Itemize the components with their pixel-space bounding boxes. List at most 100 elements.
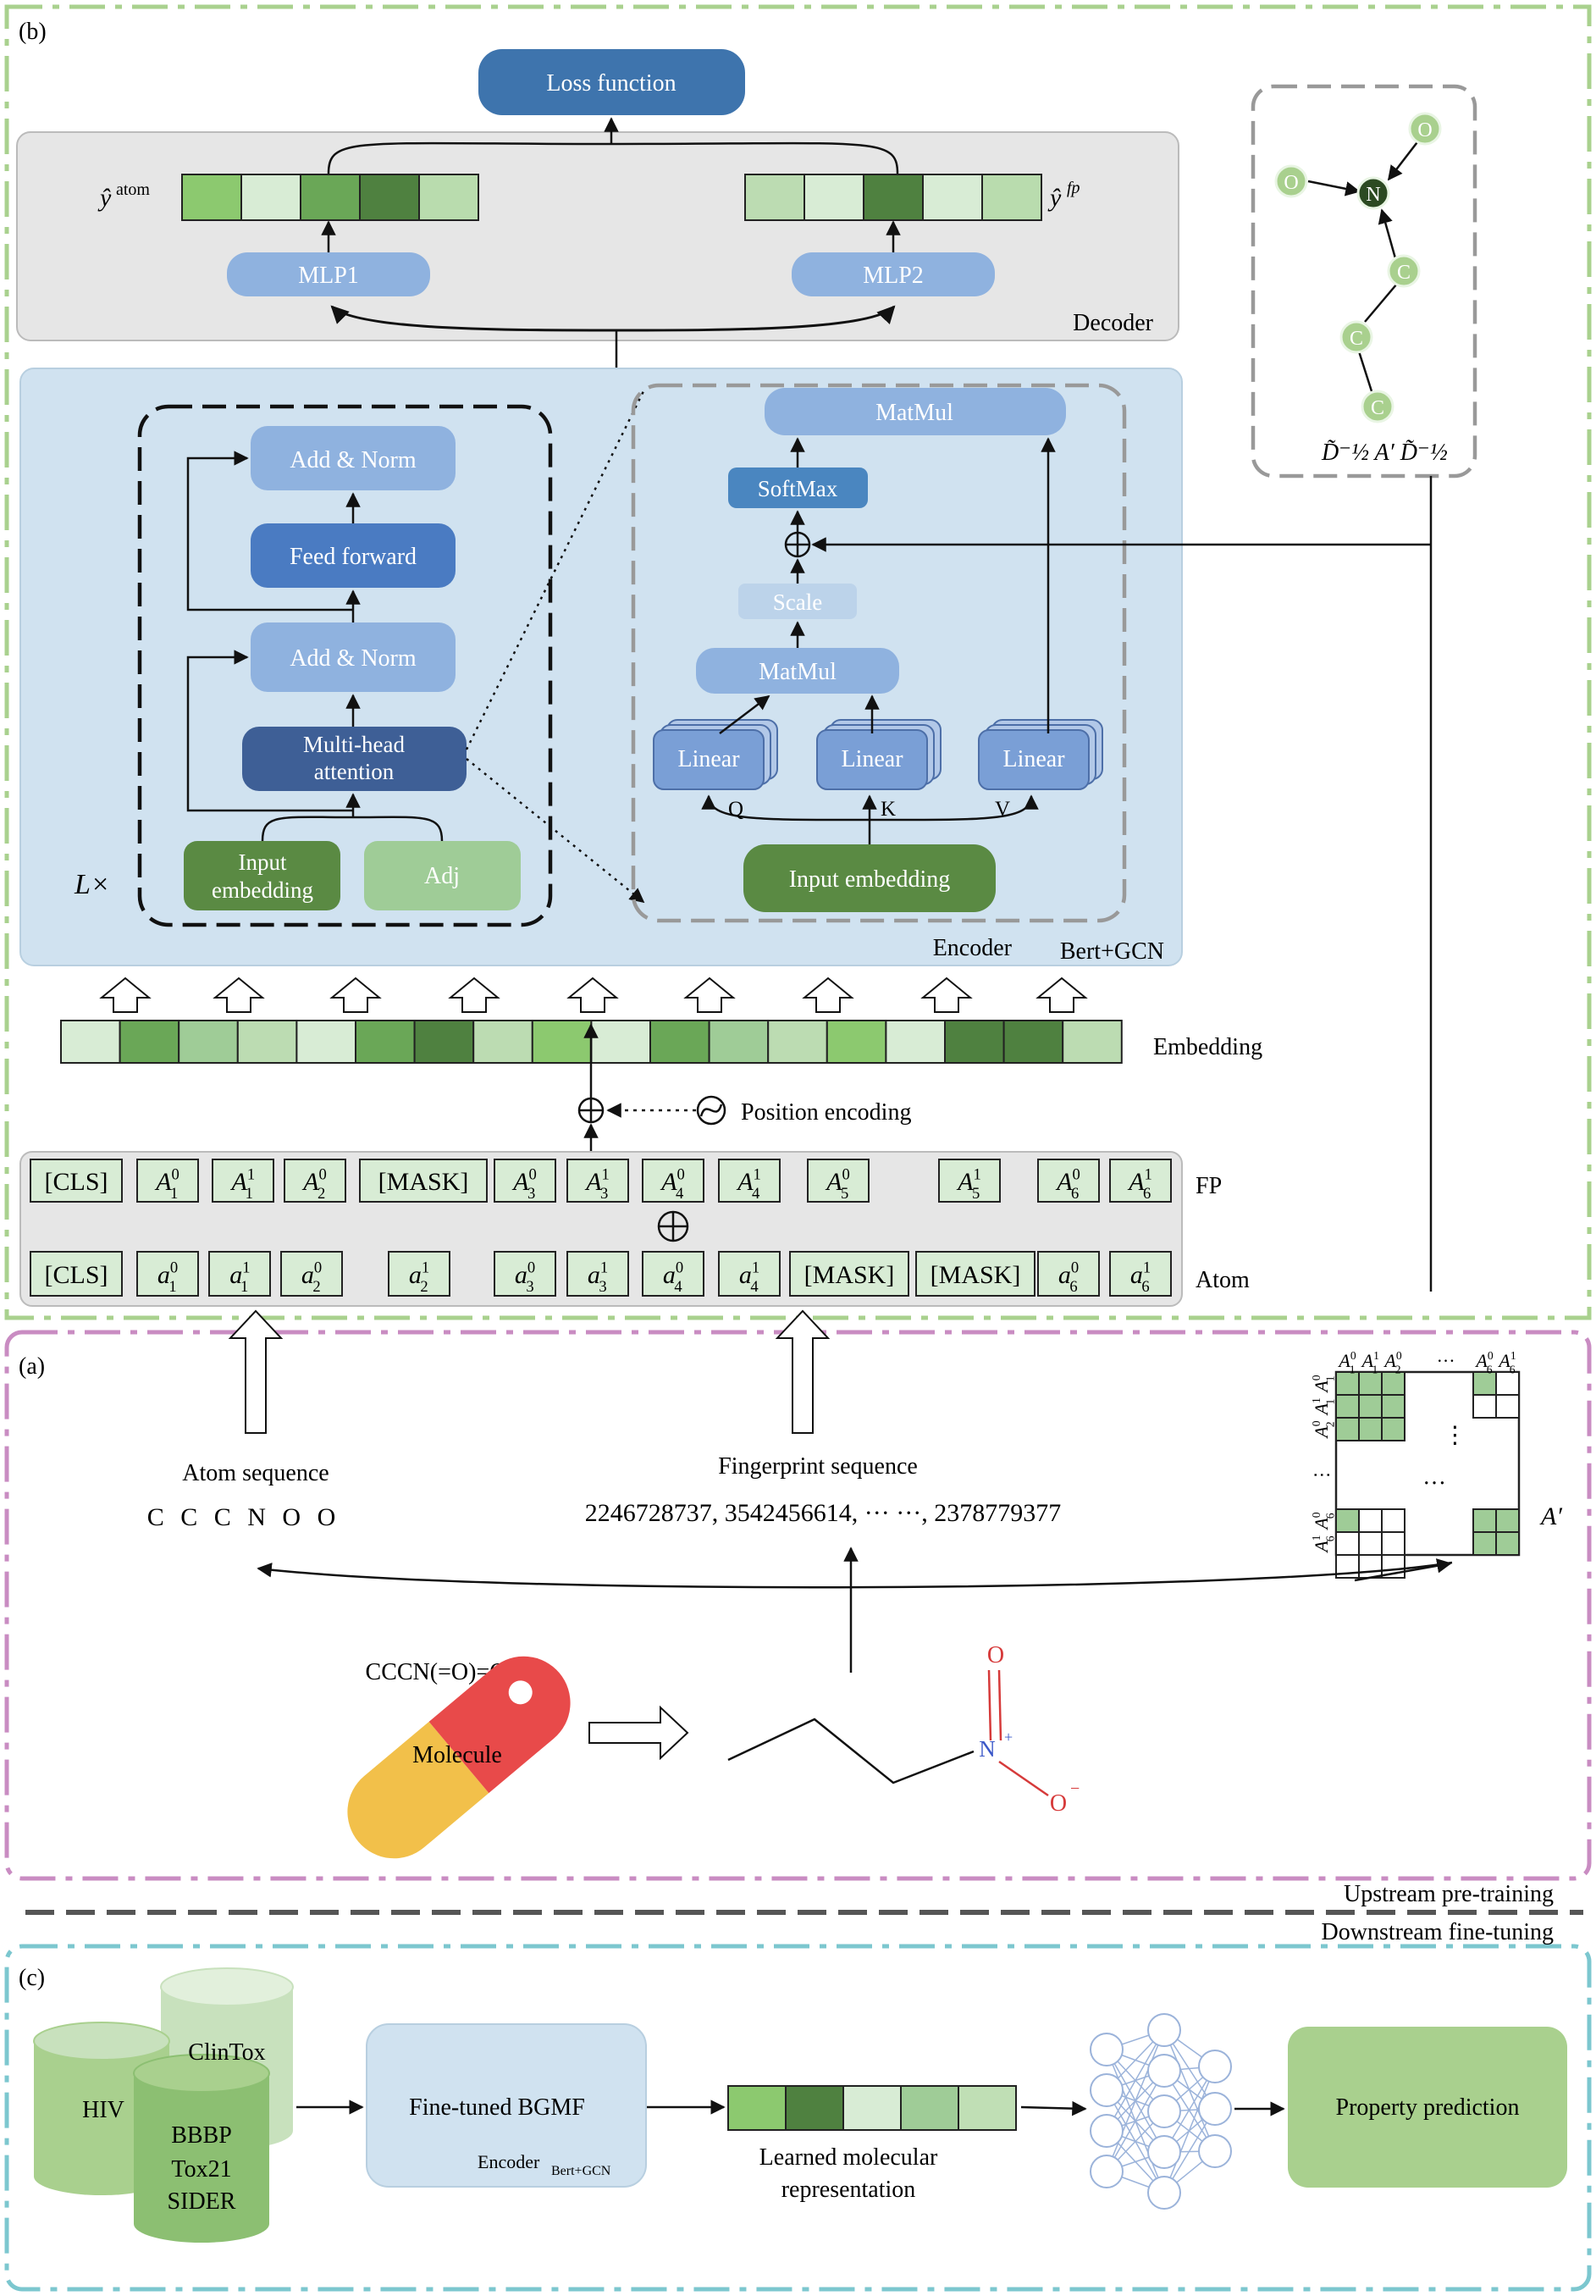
double-bond-left xyxy=(987,1669,992,1741)
panel-c-label: (c) xyxy=(19,1965,45,1991)
property-prediction-box xyxy=(1288,2027,1567,2188)
upstream-label: Upstream pre-training xyxy=(1344,1881,1554,1907)
input-embedding-box xyxy=(743,844,996,912)
multihead-attention-box xyxy=(242,727,467,791)
softmax-label: SoftMax xyxy=(758,476,838,501)
property-prediction-label: Property prediction xyxy=(1336,2094,1520,2121)
matrix-cell xyxy=(1381,1531,1405,1556)
fp-token xyxy=(494,1159,556,1203)
embedding-cell xyxy=(944,1020,1005,1064)
nn-edge xyxy=(1163,2066,1216,2194)
fp-token-text: [CLS] xyxy=(45,1168,108,1196)
y-fp-cell xyxy=(804,174,864,221)
feed-forward-label: Feed forward xyxy=(290,544,417,570)
atom-token xyxy=(208,1251,271,1297)
matrix-cell xyxy=(1495,1394,1520,1419)
encoder-sub-sub: Bert+GCN xyxy=(551,2164,611,2178)
matrix-cell xyxy=(1335,1531,1360,1556)
pill-red-half xyxy=(428,1656,571,1794)
embedding-cell xyxy=(767,1020,828,1064)
molecule-pill xyxy=(347,1656,571,1859)
input-embedding-small-line2: embedding xyxy=(212,877,313,903)
bert-gcn-label: Bert+GCN xyxy=(1060,938,1164,965)
repr-cell xyxy=(727,2085,787,2131)
add-norm-bottom-label: Add & Norm xyxy=(290,645,417,672)
softmax-box xyxy=(728,467,868,508)
atom-token xyxy=(30,1251,123,1297)
fp-token xyxy=(1109,1159,1172,1203)
fp-token xyxy=(938,1159,1001,1203)
nn-node xyxy=(1090,2155,1124,2188)
matrix-hdots: ··· xyxy=(1422,1470,1446,1497)
linear-layer xyxy=(978,729,1090,790)
up-arrow xyxy=(99,976,152,1013)
matrix-cell xyxy=(1335,1371,1360,1396)
loss-function-label: Loss function xyxy=(546,70,676,97)
embedding-cell xyxy=(472,1020,533,1064)
fp-token xyxy=(359,1159,488,1203)
embedding-cell xyxy=(178,1020,239,1064)
pill-highlight xyxy=(508,1680,533,1705)
linear-label-1: Linear xyxy=(841,746,903,772)
atom-sequence-label: Atom sequence xyxy=(182,1460,329,1486)
linear-layer xyxy=(653,729,765,790)
tox21-label: Tox21 xyxy=(171,2156,231,2183)
y-atom-cell xyxy=(418,174,479,221)
nn-node xyxy=(1147,2135,1181,2169)
embedding-cell xyxy=(236,1020,298,1064)
linear-label-0: Linear xyxy=(677,746,740,772)
node-o-left-label: O xyxy=(1284,172,1298,194)
matrix-row-label-group: ⋮ xyxy=(1311,1466,1332,1485)
node-o-left xyxy=(1274,164,1308,198)
atom-token xyxy=(1109,1251,1172,1297)
y-atom-bar xyxy=(181,174,479,221)
edge-c-c2 xyxy=(1357,351,1373,392)
position-encoding-wave xyxy=(699,1104,723,1117)
attention-detail-block xyxy=(631,383,1127,923)
atom-token xyxy=(494,1251,556,1297)
atom-token-text: [MASK] xyxy=(804,1261,895,1289)
node-n xyxy=(1356,176,1390,210)
matrix-cell xyxy=(1495,1531,1520,1556)
up-arrow xyxy=(683,976,736,1013)
atom-token xyxy=(388,1251,450,1297)
dataset-cylinders xyxy=(33,1967,294,2243)
nn-node xyxy=(1090,2073,1124,2107)
mlp2-label: MLP2 xyxy=(863,263,924,289)
y-fp-cell xyxy=(863,174,924,221)
fp-token xyxy=(807,1159,870,1203)
transformer-block xyxy=(137,404,553,927)
edge-c-c xyxy=(1364,283,1398,323)
fingerprint-sequence-label: Fingerprint sequence xyxy=(718,1453,918,1480)
nn-node xyxy=(1147,2094,1181,2128)
cylinder-clintox-top xyxy=(160,1967,294,2006)
add-norm-bottom xyxy=(251,622,456,692)
y-atom-cell xyxy=(359,174,420,221)
matrix-cell xyxy=(1358,1508,1383,1533)
panel-b-label: (b) xyxy=(19,19,47,45)
fine-tuned-model-box xyxy=(366,2023,647,2188)
emb-to-v-arrow xyxy=(869,794,1039,822)
fp-token xyxy=(136,1159,199,1203)
learned-representation-bar xyxy=(727,2085,1017,2131)
atom-token xyxy=(1037,1251,1100,1297)
